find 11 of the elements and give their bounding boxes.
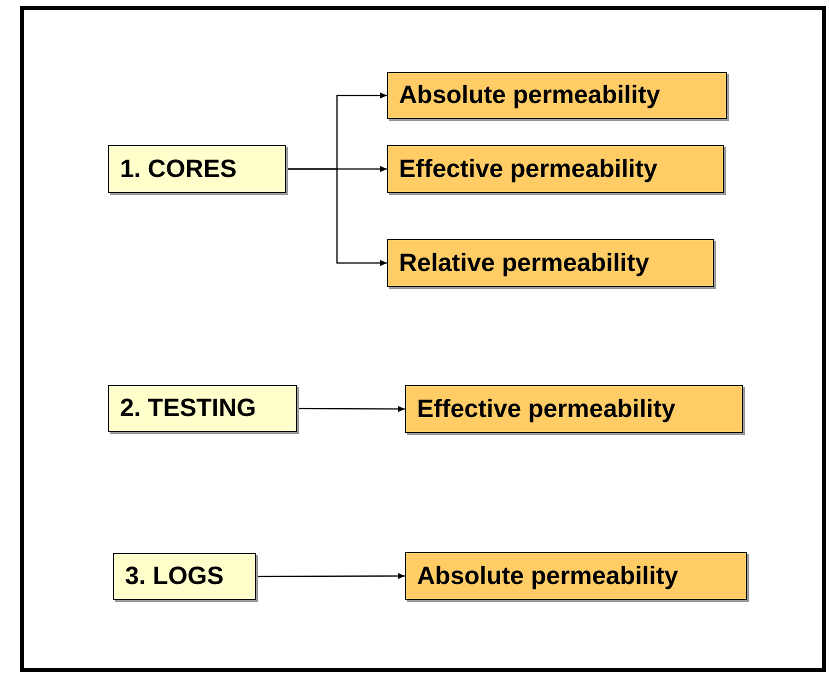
property-box: Effective permeability [405, 385, 743, 433]
source-box: 1. CORES [108, 145, 286, 193]
property-box: Absolute permeability [405, 552, 747, 600]
source-box: 2. TESTING [108, 385, 297, 432]
arrow [297, 406, 405, 412]
property-box: Absolute permeability [387, 72, 727, 119]
property-box: Relative permeability [387, 239, 714, 287]
arrow [286, 168, 387, 266]
property-box: Effective permeability [387, 145, 724, 193]
source-box: 3. LOGS [113, 553, 256, 600]
arrow [256, 573, 405, 580]
